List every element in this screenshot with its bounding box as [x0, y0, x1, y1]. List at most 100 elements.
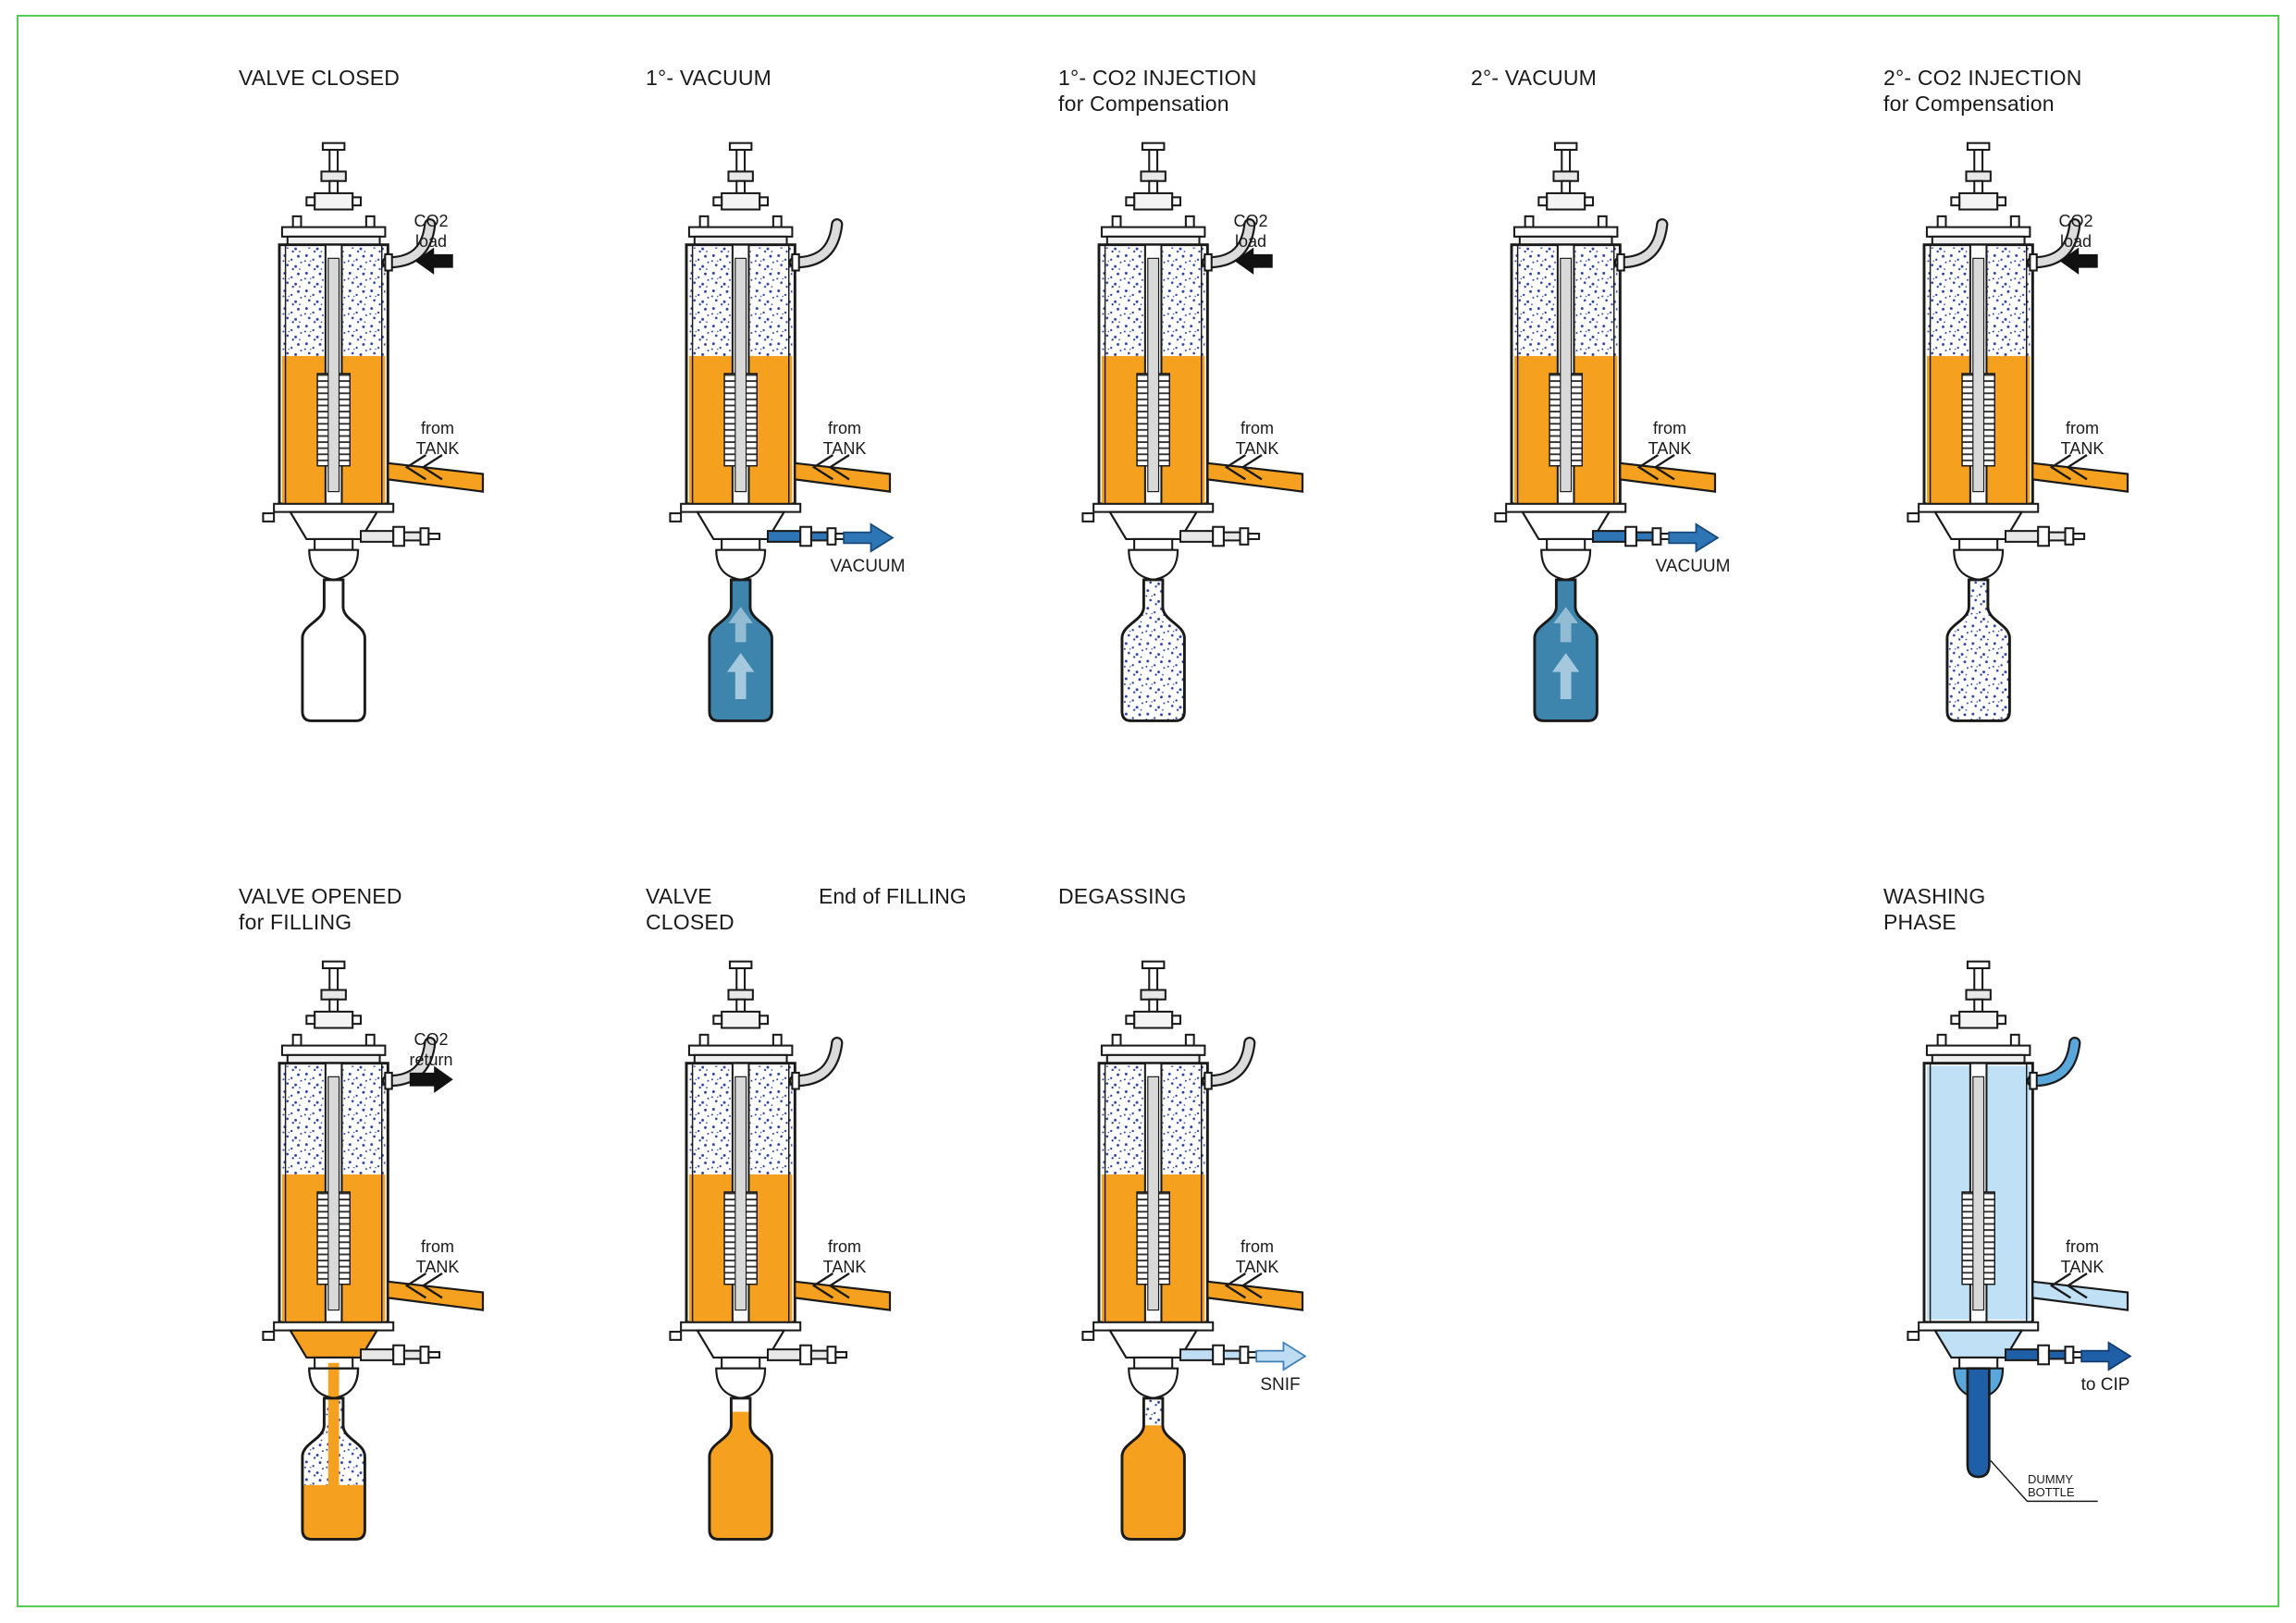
filling-valve-diagram	[1907, 960, 2132, 1503]
co2-label-line2: load	[414, 232, 448, 251]
vacuum-flow-arrow	[843, 523, 895, 553]
centering-bell	[715, 1367, 767, 1400]
stage-title-line1: DEGASSING	[1058, 884, 1187, 908]
dummy-bottle	[1966, 1367, 1991, 1479]
co2-label: CO2 load	[2030, 211, 2122, 252]
from-tank-label-line1: from	[421, 419, 454, 437]
from-tank-pipe	[1206, 461, 1304, 493]
from-tank-label-line2: TANK	[2060, 1258, 2105, 1276]
bottle	[301, 578, 366, 722]
co2-flow-arrow	[414, 247, 453, 275]
bottle	[708, 578, 773, 722]
bottle	[708, 1396, 773, 1541]
from-tank-flow-chevrons	[404, 1273, 443, 1299]
from-tank-label-line2: TANK	[1648, 439, 1692, 458]
co2-tube	[2028, 220, 2080, 267]
co2-label-line2: load	[1234, 232, 1267, 251]
co2-tube	[1203, 1039, 1254, 1086]
stage-panel-second-vacuum: 2°- VACUUM from TANK VACUUM	[1471, 65, 1878, 786]
filling-valve-diagram	[262, 141, 485, 722]
valve-stem	[1560, 257, 1573, 493]
stage-panel-second-co2-injection: 2°- CO2 INJECTION for Compensation CO2 l…	[1883, 65, 2290, 786]
stage-title: VALVE CLOSED	[646, 883, 1053, 935]
from-tank-label-line1: from	[828, 1237, 861, 1256]
from-tank-label-line1: from	[2066, 1237, 2099, 1256]
co2-label: CO2 return	[385, 1029, 477, 1070]
filling-valve-diagram	[669, 960, 892, 1541]
stage-title: 2°- CO2 INJECTION for Compensation	[1883, 65, 2290, 117]
valve-stem	[1147, 257, 1160, 493]
dummy-bottle-label: DUMMY BOTTLE	[2028, 1473, 2111, 1499]
centering-bell	[1953, 548, 2005, 582]
from-tank-label-line1: from	[1241, 419, 1274, 437]
from-tank-label-line2: TANK	[1235, 439, 1279, 458]
stage-title-line1: 1°- CO2 INJECTION	[1058, 66, 1257, 90]
stage-title: VALVE CLOSED	[239, 65, 646, 91]
stage-title: WASHING PHASE	[1883, 883, 2290, 935]
centering-bell	[308, 548, 360, 582]
from-tank-label: from TANK	[2036, 418, 2129, 459]
side-port-label: VACUUM	[1655, 557, 1731, 576]
side-port-tube	[1179, 1348, 1215, 1361]
stage-panel-degassing: DEGASSING from TANK SNIF	[1058, 883, 1465, 1605]
valve-stem	[327, 257, 340, 493]
stage-panel-valve-opened-for-filling: VALVE OPENED for FILLING CO2 return from…	[239, 883, 646, 1605]
co2-flow-arrow	[409, 1065, 453, 1093]
valve-stem	[327, 1076, 340, 1311]
from-tank-pipe	[387, 461, 485, 493]
stage-title-line2: for FILLING	[239, 910, 352, 934]
from-tank-label: from TANK	[2036, 1236, 2129, 1277]
side-port-tube	[766, 530, 802, 543]
stage-title-line2: PHASE	[1883, 910, 1957, 934]
valve-stem	[1972, 257, 1985, 493]
co2-label: CO2 load	[1204, 211, 1297, 252]
stage-panel-valve-closed: VALVE CLOSED CO2 load from TANK	[239, 65, 646, 786]
co2-label-line1: CO2	[414, 212, 449, 230]
co2-tube	[1615, 220, 1667, 267]
bottle-contents	[1121, 579, 1185, 721]
from-tank-label-line2: TANK	[2060, 439, 2105, 458]
filling-valve-diagram	[1081, 141, 1304, 722]
stage-title-line2: CLOSED	[646, 910, 734, 934]
from-tank-flow-chevrons	[1224, 454, 1263, 481]
from-tank-pipe	[1206, 1280, 1304, 1311]
side-port-tube	[2004, 530, 2040, 543]
stage-title-line1: VALVE OPENED	[239, 884, 402, 908]
stage-panel-first-co2-injection: 1°- CO2 INJECTION for Compensation CO2 l…	[1058, 65, 1465, 786]
stage-title-line1: VALVE	[646, 884, 712, 908]
co2-label-line1: CO2	[2058, 212, 2093, 230]
co2-tube	[790, 220, 842, 267]
centering-bell	[715, 548, 767, 582]
co2-label-line2: load	[2059, 232, 2092, 251]
stage-title-line2: for Compensation	[1058, 92, 1229, 116]
stage-title-line1: 2°- CO2 INJECTION	[1883, 66, 2082, 90]
from-tank-label: from TANK	[798, 418, 891, 459]
stage-panel-washing-phase: WASHING PHASE from TANK to CIP DUMMY BOT…	[1883, 883, 2290, 1605]
from-tank-pipe	[794, 461, 892, 493]
from-tank-pipe	[1619, 461, 1717, 493]
stage-title-line1: VALVE CLOSED	[239, 66, 401, 90]
stage-title: 1°- VACUUM	[646, 65, 1053, 91]
from-tank-label: from TANK	[1211, 1236, 1303, 1277]
from-tank-flow-chevrons	[2049, 454, 2088, 481]
filling-valve-diagram	[1494, 141, 1720, 722]
bottle-contents	[1946, 579, 2010, 721]
from-tank-label: from TANK	[1623, 418, 1716, 459]
from-tank-label: from TANK	[391, 418, 484, 459]
from-tank-label-line2: TANK	[822, 1258, 867, 1276]
side-port-label: VACUUM	[830, 557, 906, 576]
filling-stream	[327, 1362, 339, 1401]
from-tank-label-line1: from	[1241, 1237, 1274, 1256]
from-tank-label-line1: from	[421, 1237, 454, 1256]
co2-tube	[383, 1039, 435, 1086]
side-port-tube	[766, 1348, 802, 1361]
from-tank-pipe	[387, 1280, 485, 1311]
from-tank-label-line1: from	[2066, 419, 2099, 437]
from-tank-label-line1: from	[828, 419, 861, 437]
co2-tube	[1203, 220, 1254, 267]
co2-flow-arrow	[2059, 247, 2098, 275]
bottle-contents	[1534, 579, 1598, 721]
stage-title-secondary: End of FILLING	[819, 884, 967, 908]
stage-title-line1: 1°- VACUUM	[646, 66, 772, 90]
bottle	[1945, 578, 2011, 722]
